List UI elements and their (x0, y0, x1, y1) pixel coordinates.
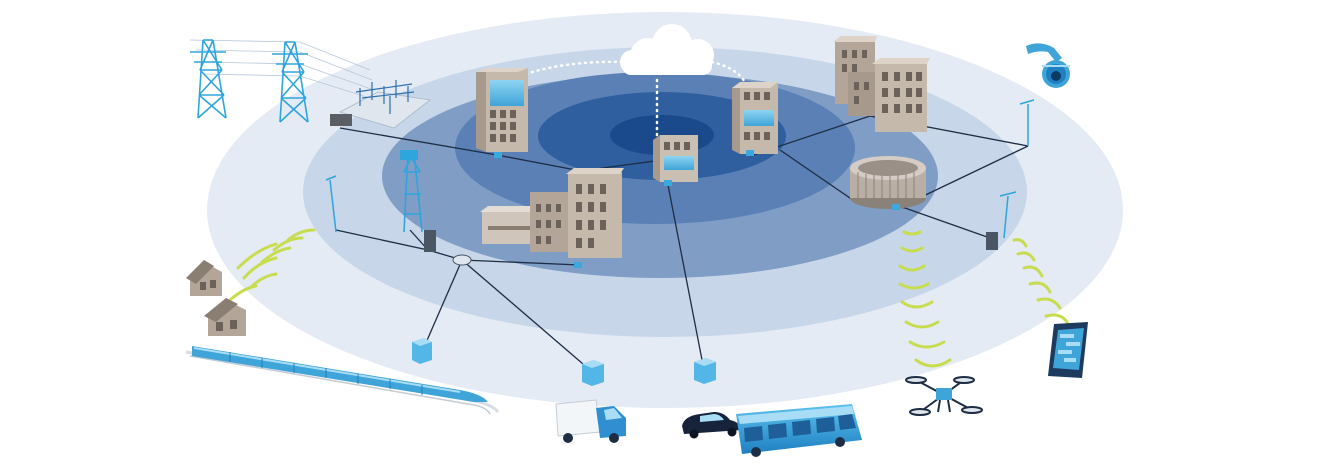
cloud-link-right (710, 60, 750, 94)
office-building-icon (480, 168, 624, 268)
sensor-box-icon (412, 338, 432, 364)
street-light-icon (986, 191, 1017, 250)
data-center-icon (653, 135, 698, 186)
street-light-icon (325, 175, 337, 233)
sensor-box-icon (582, 360, 604, 386)
cloud-icon (620, 24, 714, 75)
signal-waves-phone (1012, 238, 1070, 326)
storage-tank-icon (850, 156, 926, 210)
house-icon (204, 298, 246, 336)
link-hub-a (424, 259, 463, 346)
control-house (330, 114, 352, 126)
signal-waves-west (228, 228, 316, 302)
link-tank (914, 145, 1029, 201)
office-building-icon (476, 68, 528, 158)
link-substation (339, 127, 663, 172)
link-west (335, 229, 581, 266)
cell-tower-icon (400, 150, 436, 252)
smartphone-icon (1048, 322, 1088, 378)
power-tower-icon (190, 39, 227, 119)
street-light-icon (1019, 99, 1035, 146)
office-building-icon (732, 82, 778, 156)
substation-icon (330, 80, 431, 129)
bus-icon (736, 404, 862, 457)
power-tower-icon (272, 41, 309, 123)
car-icon (682, 412, 742, 439)
sensor-box-icon (694, 358, 716, 384)
delivery-truck-icon (555, 399, 626, 443)
train-icon (185, 346, 500, 415)
network-hub-icon (452, 254, 472, 266)
drone-icon (905, 376, 983, 416)
signal-waves-drone (898, 230, 952, 368)
link-center (667, 184, 704, 366)
house-icon (186, 260, 222, 296)
link-hub-b (461, 259, 591, 371)
office-building-icon (833, 36, 930, 132)
security-camera-icon (1026, 43, 1070, 88)
